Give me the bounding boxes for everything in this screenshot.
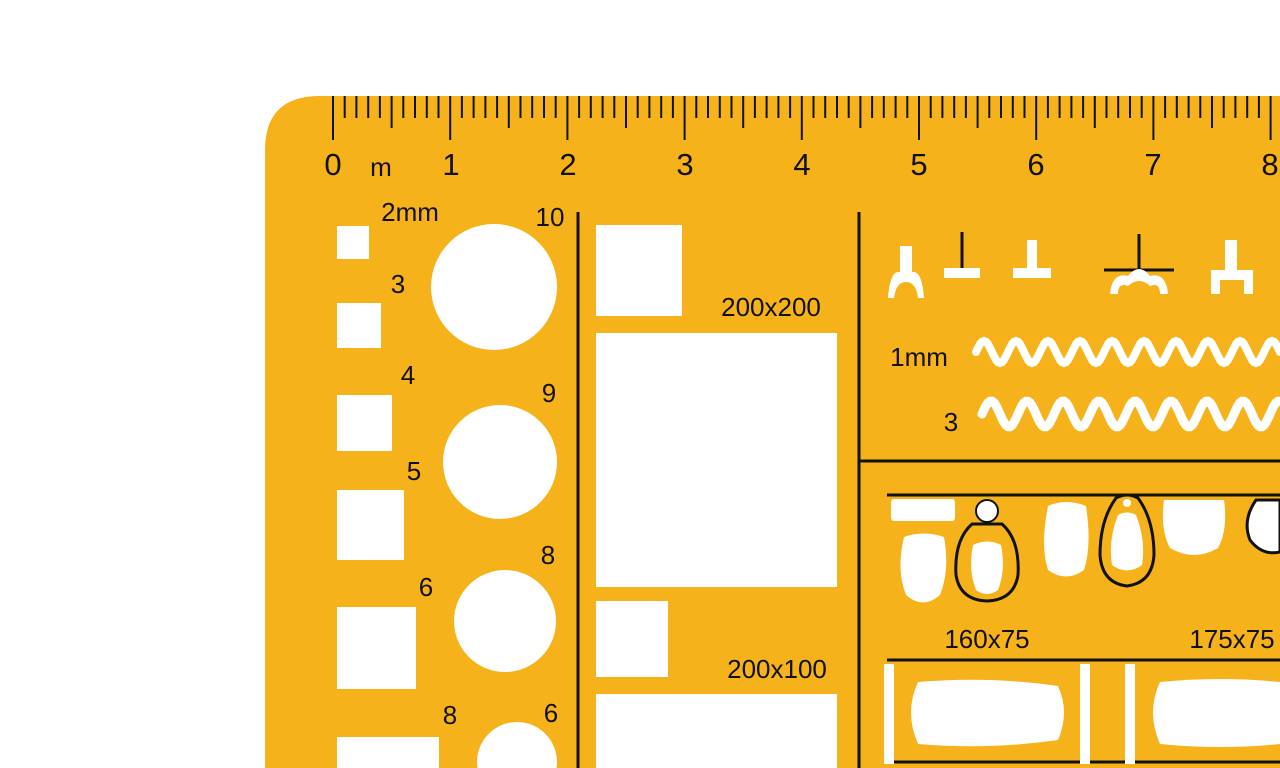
ruler-number: 1 <box>442 147 459 182</box>
circle-label: 10 <box>536 202 565 232</box>
square-labels: 2mm 3 4 5 6 8 <box>381 197 457 730</box>
ruler-number: 0 <box>324 147 341 182</box>
bathtub-cutout <box>1153 679 1280 747</box>
circle-cutout <box>477 722 557 768</box>
plug-symbol-cutout <box>1211 240 1253 294</box>
ruler-number: 4 <box>793 147 810 182</box>
ruler-number: 7 <box>1144 147 1161 182</box>
basin-outline <box>1098 493 1156 588</box>
t-symbol-cutout <box>1013 268 1051 278</box>
rect-cutout <box>596 694 837 768</box>
rect-cutout <box>596 225 682 316</box>
square-label: 4 <box>401 360 415 390</box>
arc-symbol-cutout <box>1110 269 1168 294</box>
wave-line-1mm <box>972 336 1280 368</box>
sink-cutout <box>1162 500 1226 555</box>
toilet-knob <box>975 499 999 523</box>
ruler-number: 8 <box>1261 147 1278 182</box>
circle-cutout <box>431 224 557 350</box>
square-label: 5 <box>407 456 421 486</box>
square-label: 3 <box>391 269 405 299</box>
square-cutout <box>337 303 381 348</box>
size-label: 160x75 <box>944 624 1029 654</box>
symbol-cutouts <box>888 232 1253 298</box>
ruler-numbers: 0 1 2 3 4 5 6 7 8 m <box>324 147 1278 182</box>
square-label: 6 <box>419 572 433 602</box>
square-label: 2mm <box>381 197 439 227</box>
square-cutout <box>337 737 439 768</box>
t-symbol-cutout <box>944 268 980 278</box>
ruler-number: 6 <box>1027 147 1044 182</box>
size-label: 200x200 <box>721 292 821 322</box>
wave-line-3 <box>977 396 1280 432</box>
square-cutouts <box>337 226 439 768</box>
size-label: 175x75 <box>1189 624 1274 654</box>
ruler-unit: m <box>370 152 392 182</box>
furniture-cutouts <box>596 225 837 768</box>
square-cutout <box>337 490 404 560</box>
circle-label: 8 <box>541 540 555 570</box>
circle-labels: 10 9 8 6 <box>536 202 565 728</box>
circle-label: 9 <box>542 378 556 408</box>
bathtub-cutouts <box>884 664 1280 764</box>
circle-cutouts <box>431 224 557 768</box>
size-label: 200x100 <box>727 654 827 684</box>
cistern-cutout <box>891 499 955 521</box>
basin-cutout <box>1044 502 1089 577</box>
ruler-ticks <box>332 96 1272 140</box>
bathtub-cutout <box>911 679 1064 747</box>
fixture-cutouts <box>891 493 1280 603</box>
y-symbol-cutout <box>888 246 924 298</box>
circle-cutout <box>443 405 557 519</box>
square-cutout <box>337 395 392 451</box>
circle-label: 6 <box>544 698 558 728</box>
ruler-number: 2 <box>559 147 576 182</box>
rect-cutout <box>596 333 837 587</box>
toilet-outline <box>954 522 1020 603</box>
wave-label: 3 <box>944 407 958 437</box>
wave-label: 1mm <box>890 342 948 372</box>
ruler-number: 3 <box>676 147 693 182</box>
square-cutout <box>337 226 369 259</box>
ruler-number: 5 <box>910 147 927 182</box>
square-label: 8 <box>443 700 457 730</box>
toilet-cutout <box>900 533 947 603</box>
square-cutout <box>337 607 416 689</box>
sink-outline <box>1245 498 1280 555</box>
circle-cutout <box>454 570 556 672</box>
rect-cutout <box>596 601 668 677</box>
